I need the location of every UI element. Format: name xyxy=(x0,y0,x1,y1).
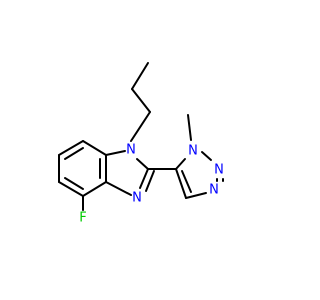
atom-n3t: N xyxy=(209,183,219,198)
bond-c4t-c5t xyxy=(175,168,187,199)
bond-n1-c2 xyxy=(136,158,149,170)
bond-ca-cb xyxy=(131,88,151,113)
bond-c3a-c4 xyxy=(82,181,107,197)
atom-f: F xyxy=(79,211,86,226)
bond-c2-n3-double xyxy=(145,170,155,192)
bond-c6-c7-inner xyxy=(64,147,84,160)
atom-n1: N xyxy=(126,143,136,158)
atom-n2t: N xyxy=(214,163,224,178)
bond-c4t-c5t-double xyxy=(181,170,192,193)
bond-c7-c7a xyxy=(82,140,107,156)
bond-n1t-methyl xyxy=(187,114,192,141)
molecule-structure: F N N N N N xyxy=(58,62,224,226)
atom-n3: N xyxy=(132,191,142,206)
bond-n1-ca xyxy=(130,111,151,142)
bond-c6-c7 xyxy=(58,140,84,156)
bond-n1t-n2t xyxy=(201,151,212,161)
atom-n1t: N xyxy=(188,144,198,159)
bond-c4-c5 xyxy=(58,181,84,197)
bond-c7a-n1 xyxy=(105,150,126,156)
bond-c5t-n1t xyxy=(175,158,186,170)
bond-c4-c5-inner xyxy=(64,177,84,190)
bond-n3t-c4t xyxy=(185,192,207,199)
bond-c2-n3 xyxy=(139,168,149,189)
bond-n3-c3a xyxy=(105,181,132,196)
bond-cb-cc xyxy=(131,62,149,90)
